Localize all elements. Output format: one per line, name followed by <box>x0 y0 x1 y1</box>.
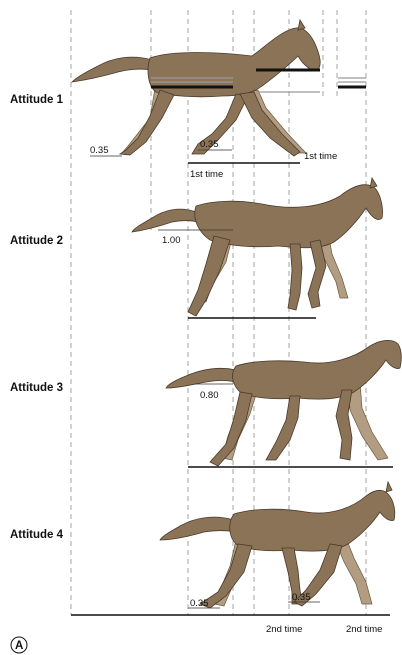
attitude-4-time-a: 2nd time <box>266 624 302 635</box>
attitude-4-markers <box>71 602 390 615</box>
attitude-3-value: 0.80 <box>200 390 219 401</box>
attitude-2-horse <box>132 178 383 316</box>
attitude-1-time-a: 1st time <box>304 151 337 162</box>
attitude-4-label: Attitude 4 <box>10 529 64 541</box>
attitude-3-label: Attitude 3 <box>10 382 63 394</box>
attitude-2-value: 1.00 <box>162 235 181 246</box>
panel-letter: A <box>15 640 23 652</box>
attitude-4-value-a: 0.35 <box>190 598 209 609</box>
attitude-3-horse <box>166 340 401 466</box>
attitude-1-label: Attitude 1 <box>10 94 64 106</box>
attitude-4-time-b: 2nd time <box>346 624 382 635</box>
attitude-2-label: Attitude 2 <box>10 235 63 247</box>
attitude-4-value-b: 0.35 <box>292 592 311 603</box>
panel-marker: A <box>11 637 27 653</box>
attitude-1-time-b: 1st time <box>190 169 223 180</box>
attitude-4-horse <box>160 482 395 608</box>
attitude-1-value-b: 0.35 <box>200 139 219 150</box>
attitude-1-value-a: 0.35 <box>90 145 109 156</box>
